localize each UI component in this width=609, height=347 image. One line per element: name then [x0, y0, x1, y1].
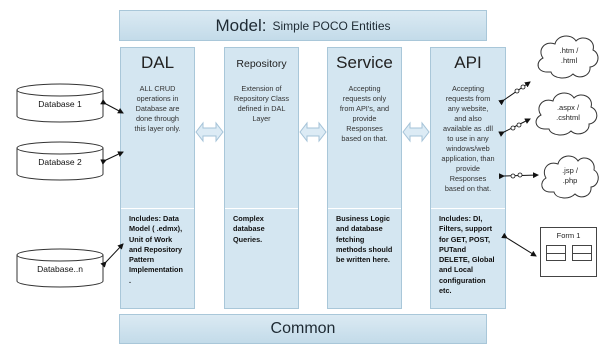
- db1-dal-arrow: [100, 99, 124, 114]
- common-bar: Common: [119, 314, 487, 344]
- database-2: Database 2: [16, 141, 104, 181]
- service-api-arrow: [402, 121, 430, 143]
- database-label: Database 1: [38, 99, 82, 109]
- repository-service-arrow: [299, 121, 327, 143]
- cloud-1: [537, 35, 599, 79]
- db2-dal-arrow: [100, 151, 124, 165]
- dal-title: DAL: [140, 53, 175, 72]
- form-field-right: [572, 245, 592, 261]
- dal-separator: [121, 208, 194, 209]
- model-bar: Model: Simple POCO Entities: [119, 10, 487, 41]
- service-separator: [328, 208, 401, 209]
- cloud-3: [541, 155, 599, 199]
- dbn-dal-arrow: [100, 243, 124, 268]
- common-title: Common: [270, 320, 336, 337]
- database-label: Database 2: [38, 157, 82, 167]
- database-icon: [16, 83, 104, 123]
- form-field-left: [546, 245, 566, 261]
- database-label: Database..n: [37, 264, 83, 274]
- model-subtitle: Simple POCO Entities: [272, 18, 391, 33]
- database-1: Database 1: [16, 83, 104, 123]
- cloud-2-label: .aspx /.cshtml: [556, 103, 580, 122]
- model-title: Model:: [215, 15, 267, 35]
- cloud-3-label: .jsp /.php: [562, 166, 578, 185]
- cloud-2: [535, 92, 598, 136]
- api-separator: [431, 208, 505, 209]
- service-title: Service: [336, 53, 393, 72]
- dal-repository-arrow: [195, 121, 224, 143]
- form-1: Form 1: [540, 227, 597, 277]
- api-title: API: [454, 53, 482, 72]
- database-icon: [16, 141, 104, 181]
- api-form-arrow: [501, 232, 537, 257]
- cloud-1-label: .htm /.html: [559, 46, 579, 65]
- repository-title: Repository: [236, 58, 287, 70]
- form-label: Form 1: [556, 231, 581, 240]
- database-icon: [16, 248, 104, 288]
- database-n: Database..n: [16, 248, 104, 288]
- repository-separator: [225, 208, 298, 209]
